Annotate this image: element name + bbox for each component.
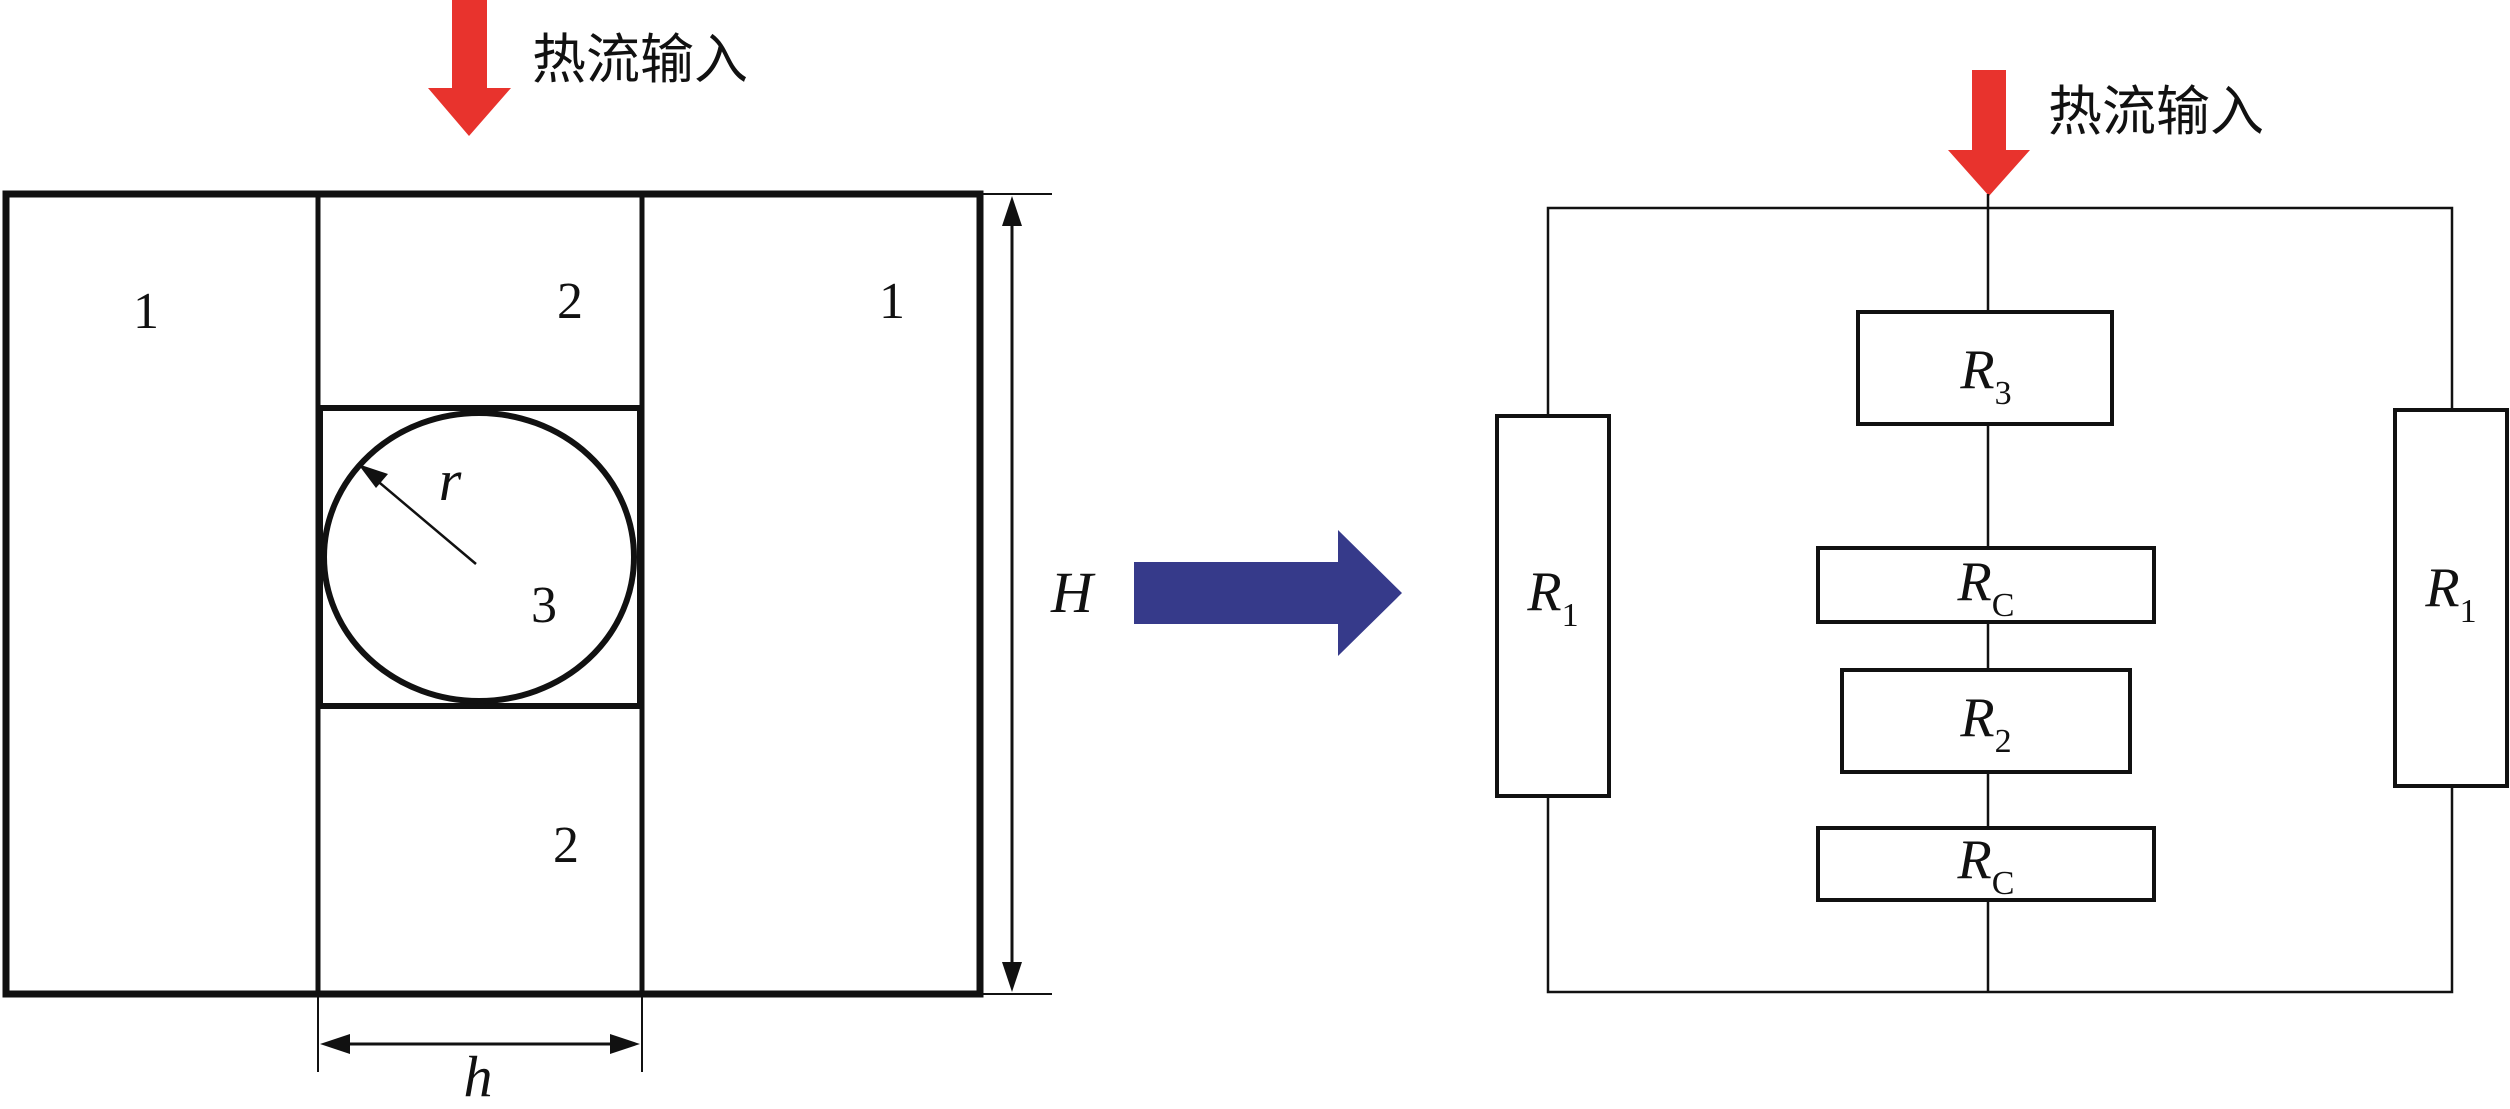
resistor-r1-right [2393,408,2509,788]
width-arrowhead-left [320,1034,350,1054]
transform-arrow [1134,530,1402,656]
heat-input-arrow-left [428,0,511,136]
middle-square [317,405,643,709]
region-label-3: 3 [531,577,557,634]
radius-line [373,477,477,565]
outer-frame [2,190,984,998]
resistor-label-r2: R2 [1959,687,2011,760]
heat-input-label-left: 热流输入 [532,28,748,91]
height-arrowhead-top [1002,196,1022,226]
resistor-r2 [1840,668,2132,774]
width-arrowhead-right [610,1034,640,1054]
region-label-2-bottom: 2 [553,817,579,874]
resistor-label-r1-right: R1 [2424,557,2476,630]
right-diagram: 热流输入 R3 RC R2 RC R1 R1 [1495,70,2509,994]
resistor-rc-top [1816,546,2156,624]
radius-arrowhead [358,464,388,488]
circle-region-3 [321,410,637,704]
circuit-wires [1546,194,2454,994]
resistor-label-rc-bottom: RC [1957,829,2015,902]
wire-outer-bottom [1546,786,2454,994]
resistor-label-rc-top: RC [1957,551,2015,624]
region-label-2-top: 2 [557,273,583,330]
region-label-1-left: 1 [133,283,159,340]
heat-input-label-right: 热流输入 [2048,80,2264,143]
heat-input-arrow-right [1948,70,2030,196]
resistor-label-r1-left: R1 [1526,561,1578,634]
width-label: h [464,1044,493,1104]
resistor-label-r3: R3 [1959,339,2011,412]
height-arrowhead-bottom [1002,962,1022,992]
region-label-1-right: 1 [879,273,905,330]
height-label: H [1050,560,1096,625]
wire-outer [1546,206,2454,416]
radius-label: r [439,448,462,513]
resistor-r3 [1856,310,2114,426]
left-diagram: 热流输入 1 2 1 3 2 r H h [2,0,1096,1109]
resistor-rc-bottom [1816,826,2156,902]
resistor-r1-left [1495,414,1611,798]
